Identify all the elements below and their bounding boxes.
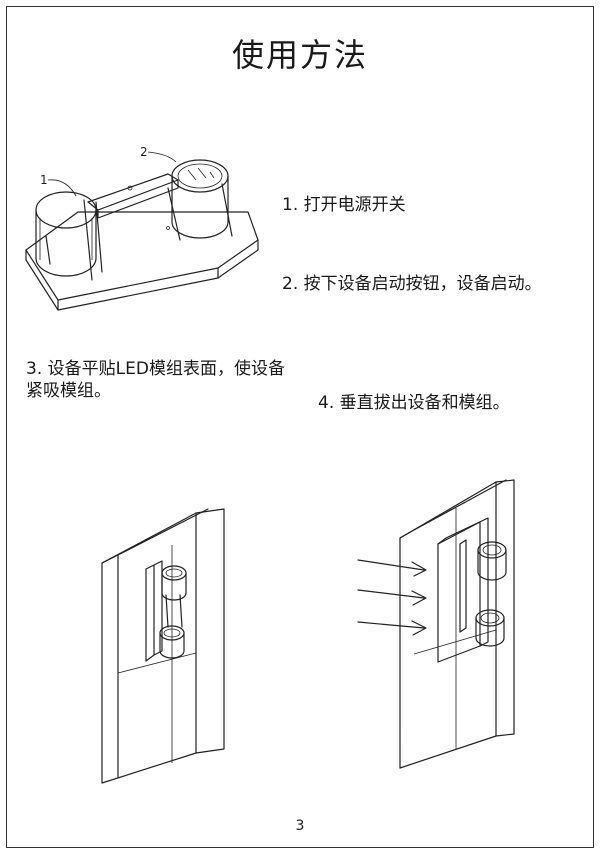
step-4: 4. 垂直拔出设备和模组。 bbox=[318, 392, 510, 414]
step-3: 3. 设备平贴LED模组表面，使设备紧吸模组。 bbox=[26, 358, 296, 402]
step-3-text: 设备平贴LED模组表面，使设备紧吸模组。 bbox=[26, 359, 285, 401]
callout-1-label: 1 bbox=[40, 173, 48, 187]
step-4-text: 垂直拔出设备和模组。 bbox=[339, 393, 510, 413]
step-2-text: 按下设备启动按钮，设备启动。 bbox=[303, 274, 542, 294]
removal-illustration bbox=[357, 479, 515, 769]
step-1-text: 打开电源开关 bbox=[303, 195, 406, 215]
page-number: 3 bbox=[295, 818, 305, 834]
attach-illustration bbox=[101, 508, 225, 784]
step-4-number: 4. bbox=[318, 393, 335, 413]
step-3-number: 3. bbox=[26, 359, 43, 379]
step-2: 2. 按下设备启动按钮，设备启动。 bbox=[282, 273, 574, 295]
device-illustration: 1 2 bbox=[25, 145, 259, 311]
step-1-number: 1. bbox=[282, 195, 299, 215]
callout-2-label: 2 bbox=[140, 145, 148, 159]
step-1: 1. 打开电源开关 bbox=[282, 194, 406, 216]
page-border bbox=[6, 6, 594, 848]
step-2-number: 2. bbox=[282, 274, 299, 294]
page-title: 使用方法 bbox=[231, 36, 368, 74]
